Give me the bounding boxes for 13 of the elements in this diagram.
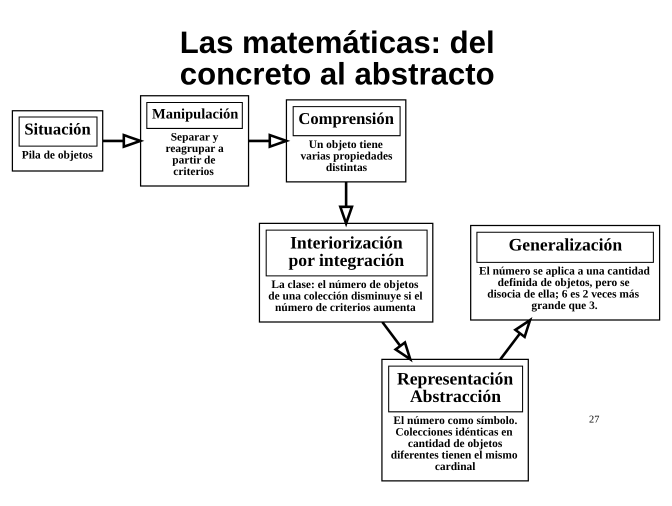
node-box: Comprensión Un objeto tiene varias propiedades distintas — [286, 99, 406, 183]
arrow — [248, 133, 290, 149]
arrow — [102, 133, 144, 149]
node-box: Generalización El número se aplica a una cantidad definida de objetos, pero se disocia de ella; 6 es 2 veces más grande que 3. — [470, 224, 660, 321]
node-box: Situación Pila de objetos — [12, 110, 104, 172]
node-box: Manipulación Separar y reagrupar a partir de criterios — [140, 95, 250, 187]
node-box: Representación Abstracción El número como símbolo. Colecciones idénticas en cantidad de objetos diferentes tienen el mismo cardinal — [381, 358, 529, 482]
node-box: Interiorización por integración La clase: el número de objetos de una colección disminuye si el número de criterios aumenta — [258, 222, 434, 323]
arrow — [499, 317, 532, 360]
arrow — [338, 182, 354, 228]
label: 27 — [589, 414, 600, 426]
arrow — [381, 321, 413, 362]
diagram-title: Las matemáticas: del concreto al abstracto — [180, 25, 495, 92]
